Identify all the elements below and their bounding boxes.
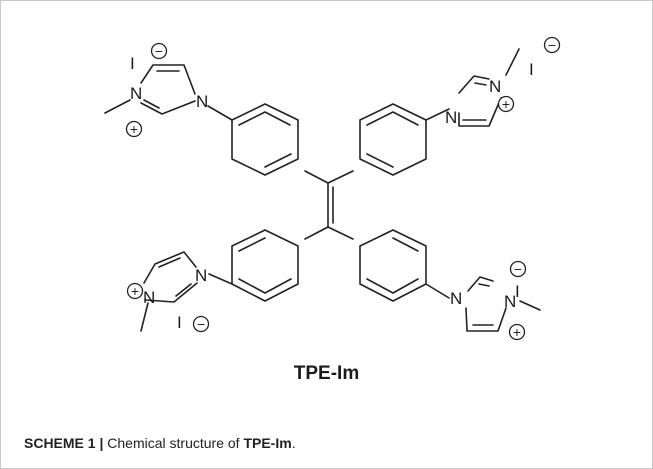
atom-n-bottom-right-2: N [504,292,516,311]
atom-n-bottom-left-2: N [143,288,155,307]
compound-label: TPE-Im [293,363,360,384]
atom-n-top-left-1: N [196,92,208,111]
svg-text:−: − [548,37,556,53]
bond-c1-ring-tr [327,170,354,184]
caption-end: . [291,435,296,451]
atom-n-top-right-1: N [445,108,457,127]
bond-c2-ring-bl [304,226,329,240]
svg-text:+: + [131,283,139,299]
imidazolium-ring-bottom-right [465,276,541,332]
phenyl-ring-top-left [231,103,299,176]
imidazolium-ring-top-left [104,64,196,115]
minus-charge-top-left: − [150,42,168,60]
chemical-structure-diagram: N N I N N I N N I N N I − + [104,36,561,341]
atom-n-top-right-2: N [489,77,501,96]
phenyl-ring-top-right [359,103,427,176]
bond-c2-ring-br [327,226,354,240]
phenyl-ring-bottom-right [359,229,427,302]
central-double-bond [327,182,334,228]
plus-charge-bottom-left: + [126,282,144,300]
svg-text:+: + [130,121,138,137]
figure-caption: SCHEME 1 | Chemical structure of TPE-Im. [24,435,296,451]
plus-charge-bottom-right: + [508,323,526,341]
atom-n-bottom-left-1: N [195,266,207,285]
svg-text:+: + [513,324,521,340]
svg-text:+: + [502,96,510,112]
minus-charge-bottom-right: − [509,260,527,278]
atom-iodine-bottom-right: I [515,282,520,301]
caption-compound: TPE-Im [243,435,292,451]
imidazolium-ring-bottom-left [140,251,198,332]
bond-ring-tr-n [425,108,450,121]
bond-ring-bl-n [208,273,233,285]
atom-iodine-top-right: I [529,60,534,79]
plus-charge-top-left: + [125,120,143,138]
atom-n-top-left-2: N [130,84,142,103]
minus-charge-top-right: − [543,36,561,54]
svg-text:−: − [514,261,522,277]
minus-charge-bottom-left: − [192,315,210,333]
phenyl-ring-bottom-left [231,229,299,302]
bond-c1-ring-tl [304,170,329,184]
caption-scheme-tag: SCHEME 1 | [24,435,104,451]
atom-iodine-bottom-left: I [177,313,182,332]
bond-ring-br-n [425,283,450,299]
svg-text:−: − [155,43,163,59]
atom-iodine-top-left: I [130,54,135,73]
plus-charge-top-right: + [497,95,515,113]
atom-n-bottom-right-1: N [450,289,462,308]
bond-ring-tl-n [207,105,233,121]
svg-text:−: − [197,316,205,332]
caption-text: Chemical structure of [103,435,244,451]
imidazolium-ring-top-right [458,48,520,127]
